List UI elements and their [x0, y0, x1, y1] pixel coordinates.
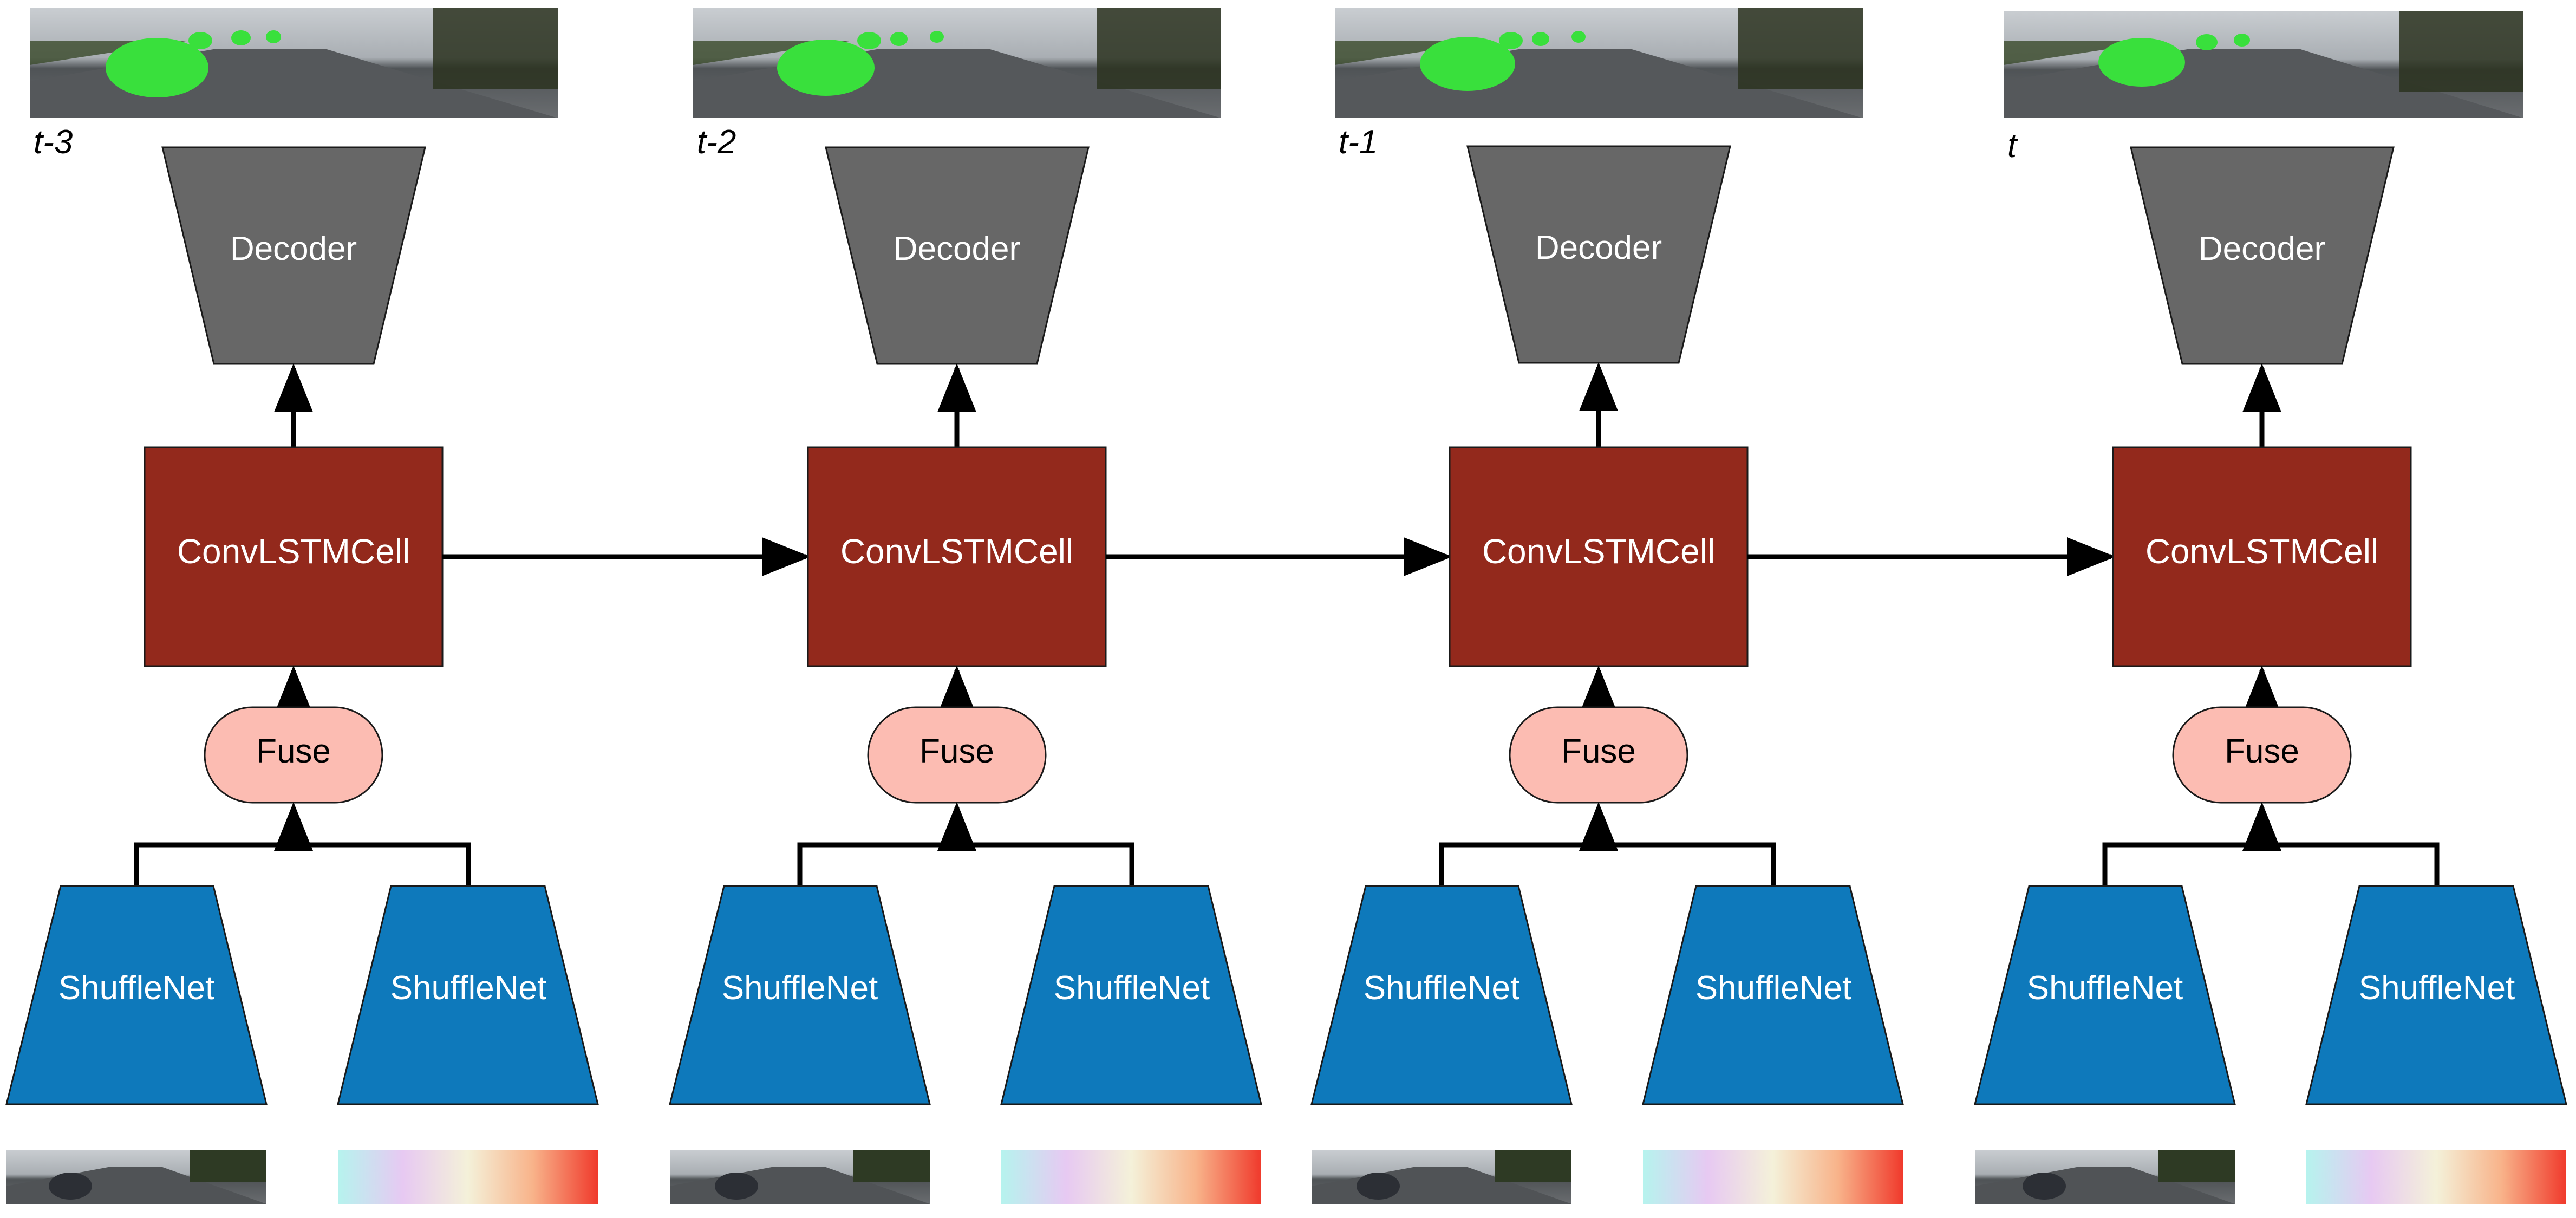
shufflenet-label: ShuffleNet [1054, 969, 1210, 1007]
timestep-column: t-2 Decoder ConvLSTMCell Fuse ShuffleNet… [669, 8, 1262, 1204]
shufflenet-label: ShuffleNet [1364, 969, 1519, 1007]
time-label: t-2 [697, 123, 736, 161]
shufflenet-label: ShuffleNet [722, 969, 878, 1007]
decoder-label: Decoder [1535, 229, 1662, 266]
shufflenet-label: ShuffleNet [58, 969, 214, 1007]
shufflenet-rgb-block [1974, 885, 2236, 1105]
shufflenet-rgb-block [669, 885, 931, 1105]
decoder-label: Decoder [894, 230, 1020, 268]
rgb-input-image [1312, 1150, 1571, 1204]
convlstm-label: ConvLSTMCell [177, 532, 410, 571]
rgb-input-image [1975, 1150, 2235, 1204]
fuse-label: Fuse [256, 733, 331, 770]
decoder-block [1466, 145, 1731, 364]
decoder-block [161, 146, 426, 365]
shufflenet-flow-block [2305, 885, 2567, 1105]
decoder-block [2130, 146, 2395, 365]
convlstm-label: ConvLSTMCell [2145, 532, 2378, 571]
rgb-input-image [670, 1150, 930, 1204]
convlstm-cell-block [1449, 446, 1749, 667]
convlstm-cell-block [807, 446, 1107, 667]
shufflenet-label: ShuffleNet [1695, 969, 1851, 1007]
optical-flow-input-image [1001, 1150, 1261, 1204]
time-label: t-3 [34, 123, 73, 161]
rgb-input-image [6, 1150, 266, 1204]
shufflenet-rgb-block [5, 885, 268, 1105]
shufflenet-flow-block [337, 885, 599, 1105]
shufflenet-rgb-block [1310, 885, 1573, 1105]
segmentation-output-image [1335, 8, 1863, 118]
optical-flow-input-image [2306, 1150, 2566, 1204]
decoder-label: Decoder [2199, 230, 2325, 268]
segmentation-output-image [30, 8, 558, 118]
optical-flow-input-image [338, 1150, 598, 1204]
convlstm-cell-block [144, 446, 444, 667]
shufflenet-label: ShuffleNet [390, 969, 546, 1007]
convlstm-label: ConvLSTMCell [1482, 532, 1715, 571]
fuse-label: Fuse [919, 733, 994, 770]
shufflenet-flow-block [1000, 885, 1262, 1105]
time-label: t-1 [1339, 123, 1378, 161]
timestep-column: t-1 Decoder ConvLSTMCell Fuse ShuffleNet… [1310, 8, 1904, 1204]
connector [134, 842, 471, 886]
convlstm-cell-block [2112, 446, 2412, 667]
segmentation-output-image [693, 8, 1221, 118]
connector [2102, 842, 2440, 886]
connector [1439, 842, 1776, 886]
timestep-column: t Decoder ConvLSTMCell Fuse ShuffleNet S… [1974, 11, 2567, 1204]
segmentation-output-image [2004, 11, 2523, 118]
fuse-label: Fuse [1561, 733, 1636, 770]
connector [797, 842, 1134, 886]
decoder-label: Decoder [230, 230, 357, 268]
shufflenet-label: ShuffleNet [2359, 969, 2515, 1007]
optical-flow-input-image [1643, 1150, 1903, 1204]
decoder-block [825, 146, 1090, 365]
timestep-column: t-3 Decoder ConvLSTMCell Fuse ShuffleNet… [5, 8, 599, 1204]
shufflenet-flow-block [1642, 885, 1904, 1105]
shufflenet-label: ShuffleNet [2027, 969, 2183, 1007]
convlstm-label: ConvLSTMCell [840, 532, 1073, 571]
fuse-label: Fuse [2225, 733, 2299, 770]
time-label: t [2007, 127, 2018, 165]
